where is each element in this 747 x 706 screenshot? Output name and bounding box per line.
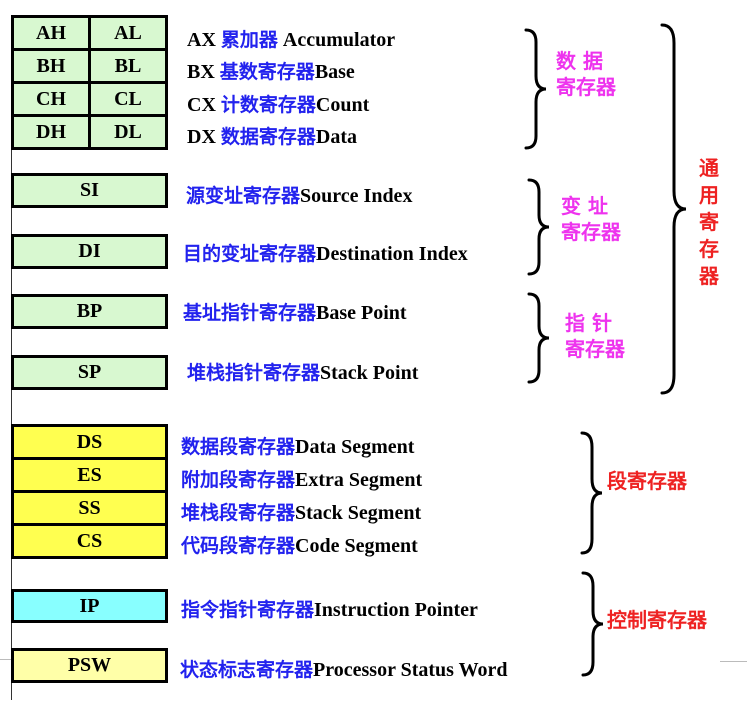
register-al: AL [88, 15, 168, 51]
desc-ax: AX 累加器 Accumulator [187, 25, 395, 52]
group-label-line1: 变 址 [561, 194, 608, 218]
register-name: CX [187, 94, 216, 116]
register-ip: IP [11, 589, 168, 623]
label-data-registers-group: 数 据 寄存器 [556, 48, 616, 100]
register-di: DI [11, 234, 168, 269]
desc-en: Stack Point [320, 362, 419, 384]
group-label-char: 用 [699, 183, 719, 207]
register-ds: DS [11, 424, 168, 460]
register-bp: BP [11, 294, 168, 329]
desc-di: 目的变址寄存器Destination Index [183, 239, 468, 266]
brace-pointer-registers [527, 292, 550, 384]
register-name: BX [187, 61, 215, 83]
desc-en: Code Segment [295, 535, 418, 557]
brace-general-registers [660, 23, 687, 395]
desc-cn: 计数寄存器 [220, 94, 316, 116]
desc-ip: 指令指针寄存器Instruction Pointer [181, 595, 478, 622]
desc-cn: 附加段寄存器 [181, 469, 296, 491]
register-cs: CS [11, 523, 168, 559]
brace-index-registers [527, 178, 550, 276]
desc-psw: 状态标志寄存器Processor Status Word [180, 655, 507, 682]
desc-bp: 基址指针寄存器Base Point [183, 298, 407, 325]
register-ss: SS [11, 490, 168, 526]
desc-cn: 数据寄存器 [220, 126, 316, 148]
desc-cn: 状态标志寄存器 [180, 659, 314, 681]
group-label-char: 寄 [699, 210, 719, 234]
register-name: AX [187, 29, 216, 51]
brace-control-registers [581, 571, 604, 677]
register-dh: DH [11, 114, 91, 150]
register-cl: CL [88, 81, 168, 117]
label-pointer-registers-group: 指 针 寄存器 [565, 310, 625, 362]
register-ch: CH [11, 81, 91, 117]
desc-en: Extra Segment [295, 469, 423, 491]
desc-sp: 堆栈指针寄存器Stack Point [187, 358, 418, 385]
divider-right [720, 661, 747, 662]
desc-cx: CX 计数寄存器Count [187, 90, 369, 117]
group-label-line1: 数 据 [556, 49, 603, 73]
divider-left [0, 659, 12, 660]
desc-ds: 数据段寄存器Data Segment [181, 432, 414, 459]
desc-en: Count [315, 94, 370, 116]
desc-en: Stack Segment [295, 502, 422, 524]
register-ah: AH [11, 15, 91, 51]
desc-en: Processor Status Word [313, 659, 508, 681]
desc-en: Source Index [300, 185, 413, 207]
group-label-line1: 指 针 [565, 311, 612, 335]
desc-cn: 基址指针寄存器 [183, 302, 317, 324]
desc-cn: 指令指针寄存器 [181, 599, 315, 621]
desc-cn: 堆栈指针寄存器 [187, 362, 321, 384]
desc-cn: 累加器 [220, 29, 278, 51]
desc-cn: 目的变址寄存器 [183, 243, 317, 265]
brace-segment-registers [580, 431, 603, 555]
brace-data-registers [524, 28, 547, 150]
label-control-registers-group: 控制寄存器 [607, 608, 707, 632]
desc-dx: DX 数据寄存器Data [187, 122, 357, 149]
register-name: DX [187, 126, 216, 148]
register-es: ES [11, 457, 168, 493]
group-label-line2: 寄存器 [561, 220, 621, 244]
desc-es: 附加段寄存器Extra Segment [181, 465, 422, 492]
desc-cn: 代码段寄存器 [181, 535, 296, 557]
desc-si: 源变址寄存器Source Index [186, 181, 412, 208]
desc-cn: 数据段寄存器 [181, 436, 296, 458]
desc-bx: BX 基数寄存器Base [187, 57, 355, 84]
desc-cn: 基数寄存器 [219, 61, 315, 83]
label-segment-registers-group: 段寄存器 [607, 469, 687, 493]
desc-en: Instruction Pointer [314, 599, 478, 621]
label-index-registers-group: 变 址 寄存器 [561, 193, 621, 245]
desc-en: Accumulator [277, 29, 396, 51]
group-label-line2: 寄存器 [556, 75, 616, 99]
desc-en: Destination Index [316, 243, 468, 265]
desc-cn: 源变址寄存器 [186, 185, 301, 207]
register-si: SI [11, 173, 168, 208]
group-label-char: 存 [699, 237, 719, 261]
desc-en: Data [315, 126, 358, 148]
label-general-registers-group: 通 用 寄 存 器 [699, 155, 719, 290]
register-dl: DL [88, 114, 168, 150]
desc-ss: 堆栈段寄存器Stack Segment [181, 498, 421, 525]
desc-cn: 堆栈段寄存器 [181, 502, 296, 524]
desc-en: Base [314, 61, 355, 83]
register-bh: BH [11, 48, 91, 84]
desc-en: Base Point [316, 302, 407, 324]
group-label-char: 通 [699, 156, 719, 180]
desc-cs: 代码段寄存器Code Segment [181, 531, 418, 558]
register-sp: SP [11, 355, 168, 390]
group-label-line2: 寄存器 [565, 337, 625, 361]
register-psw: PSW [11, 648, 168, 683]
group-label-char: 器 [699, 264, 719, 288]
desc-en: Data Segment [295, 436, 415, 458]
register-bl: BL [88, 48, 168, 84]
